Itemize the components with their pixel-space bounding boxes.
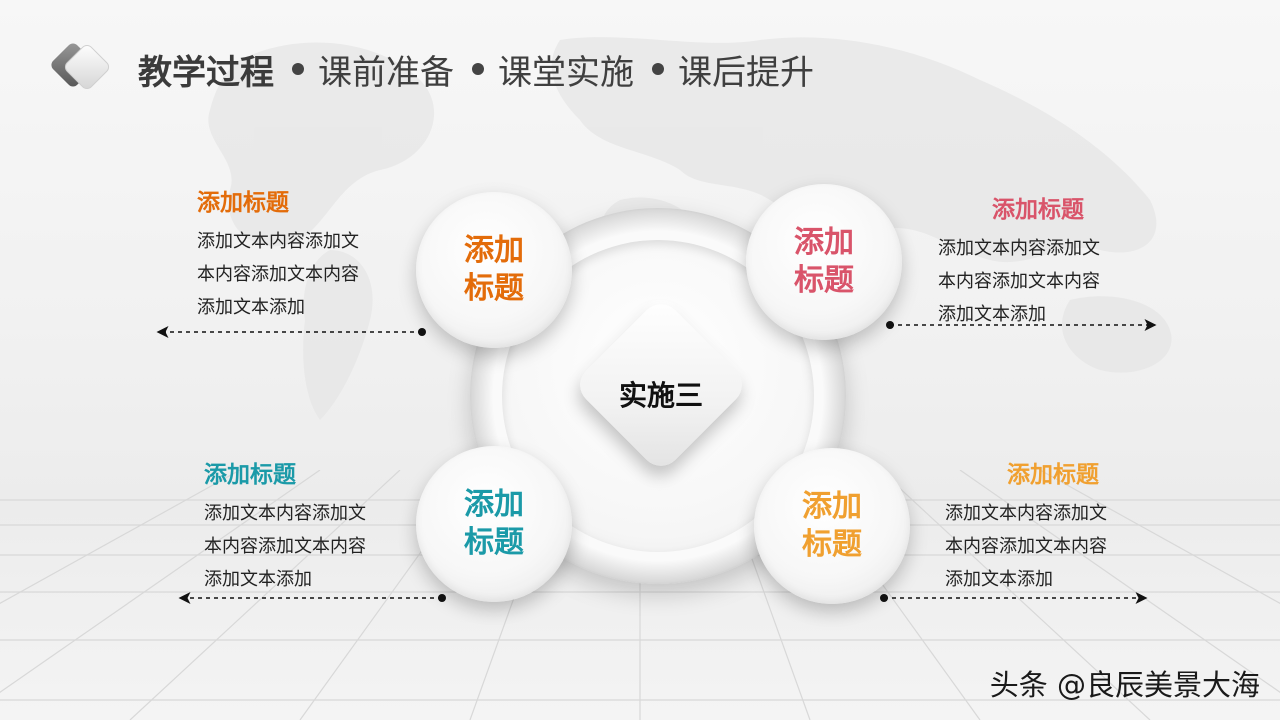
- block-title: 添加标题: [992, 197, 1084, 223]
- node-bottom-left[interactable]: 添加标题: [416, 446, 572, 602]
- block-title: 添加标题: [204, 462, 296, 488]
- node-bottom-left-label: 添加标题: [464, 487, 524, 560]
- block-line: 添加文本内容添加文: [204, 503, 366, 524]
- bullet-dot-icon: [292, 63, 304, 75]
- node-top-left-label: 添加标题: [464, 233, 524, 306]
- bullet-dot-icon: [472, 63, 484, 75]
- block-line: 本内容添加文本内容: [938, 271, 1100, 292]
- block-line: 添加文本添加: [204, 569, 312, 590]
- nav-item-after[interactable]: 课后提升: [678, 52, 814, 93]
- block-line: 添加文本添加: [945, 569, 1053, 590]
- nav-item-class[interactable]: 课堂实施: [498, 52, 634, 93]
- center-label: 实施三: [618, 379, 703, 412]
- logo-diamond-icon: [51, 43, 110, 90]
- block-title: 添加标题: [197, 190, 289, 216]
- node-bottom-right[interactable]: 添加标题: [754, 448, 910, 604]
- arrow-start-dot: [886, 321, 894, 329]
- text-block-bottom-left: 添加标题 添加文本内容添加文 本内容添加文本内容 添加文本添加: [204, 455, 366, 596]
- block-line: 添加文本内容添加文: [938, 238, 1100, 259]
- node-bottom-right-label: 添加标题: [802, 489, 862, 562]
- node-top-right[interactable]: 添加标题: [746, 184, 902, 340]
- block-line: 本内容添加文本内容: [197, 264, 359, 285]
- text-block-bottom-right: 添加标题 添加文本内容添加文 本内容添加文本内容 添加文本添加: [945, 455, 1107, 596]
- arrow-start-dot: [880, 594, 888, 602]
- block-line: 本内容添加文本内容: [945, 536, 1107, 557]
- nav-item-prep[interactable]: 课前准备: [318, 52, 454, 93]
- node-top-left[interactable]: 添加标题: [416, 192, 572, 348]
- header-current-section: 教学过程: [138, 52, 274, 93]
- block-line: 添加文本添加: [938, 304, 1046, 325]
- arrow-start-dot: [418, 328, 426, 336]
- bullet-dot-icon: [652, 63, 664, 75]
- block-line: 添加文本内容添加文: [197, 231, 359, 252]
- arrow-start-dot: [438, 594, 446, 602]
- watermark-text: 头条 @良辰美景大海: [989, 668, 1260, 702]
- block-line: 添加文本添加: [197, 297, 305, 318]
- block-title: 添加标题: [1007, 462, 1099, 488]
- text-block-top-left: 添加标题 添加文本内容添加文 本内容添加文本内容 添加文本添加: [197, 183, 359, 324]
- node-top-right-label: 添加标题: [794, 225, 854, 298]
- block-line: 本内容添加文本内容: [204, 536, 366, 557]
- block-line: 添加文本内容添加文: [945, 503, 1107, 524]
- header-breadcrumb: 教学过程 课前准备 课堂实施 课后提升: [138, 44, 814, 94]
- text-block-top-right: 添加标题 添加文本内容添加文 本内容添加文本内容 添加文本添加: [938, 190, 1100, 331]
